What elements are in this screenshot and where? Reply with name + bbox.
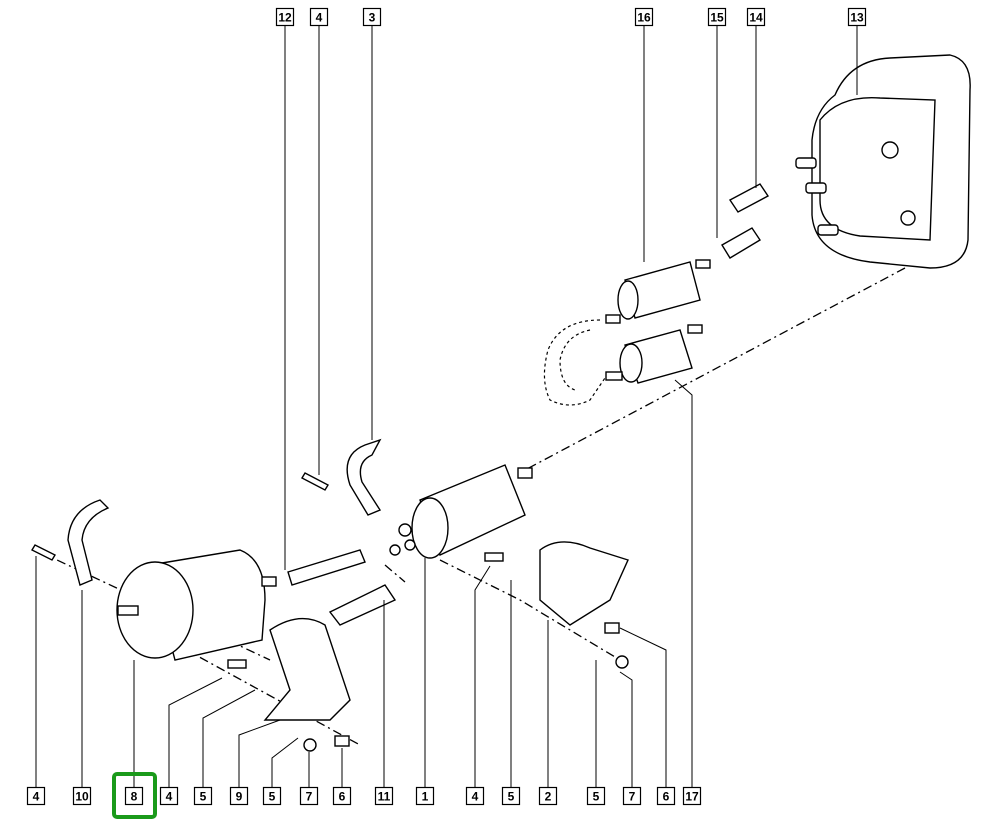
- top-label-4[interactable]: 4: [309, 7, 329, 27]
- bottom-label-4[interactable]: 4: [465, 786, 485, 806]
- clamp-10: [67, 499, 110, 586]
- bottom-label-11[interactable]: 11: [374, 786, 394, 806]
- label-text: 4: [316, 11, 323, 25]
- top-label-3[interactable]: 3: [362, 7, 382, 27]
- bracket-9: [227, 617, 351, 752]
- main-fuel-pump: [389, 464, 533, 559]
- top-label-14[interactable]: 14: [746, 7, 766, 27]
- bottom-label-1[interactable]: 1: [415, 786, 435, 806]
- clamp-3: [346, 438, 382, 516]
- top-label-12[interactable]: 12: [275, 7, 295, 27]
- bottom-label-9[interactable]: 9: [229, 786, 249, 806]
- label-text: 10: [75, 790, 89, 804]
- bottom-label-6[interactable]: 6: [656, 786, 676, 806]
- bottom-label-7[interactable]: 7: [622, 786, 642, 806]
- label-text: 5: [508, 790, 515, 804]
- hose-12: [287, 549, 366, 586]
- label-text: 12: [278, 11, 292, 25]
- label-text: 1: [422, 790, 429, 804]
- label-text: 6: [663, 790, 670, 804]
- heater-unit: [795, 54, 971, 269]
- bottom-label-5[interactable]: 5: [501, 786, 521, 806]
- leader-line: [619, 671, 633, 787]
- label-text: 15: [710, 11, 724, 25]
- label-text: 14: [749, 11, 763, 25]
- inline-filter: [605, 324, 703, 384]
- screw-4-top: [301, 472, 329, 491]
- label-text: 7: [306, 790, 313, 804]
- highlight-box: [112, 772, 157, 819]
- label-text: 4: [33, 790, 40, 804]
- label-text: 5: [593, 790, 600, 804]
- bottom-label-4[interactable]: 4: [159, 786, 179, 806]
- label-text: 16: [637, 11, 651, 25]
- label-text: 7: [629, 790, 636, 804]
- auxiliary-pump: [605, 259, 711, 324]
- leader-line: [271, 737, 299, 787]
- connector-11: [328, 584, 397, 626]
- leader-line: [674, 379, 693, 787]
- label-text: 4: [472, 790, 479, 804]
- label-text: 2: [545, 790, 552, 804]
- hose-15: [721, 227, 761, 259]
- label-text: 8: [131, 790, 138, 804]
- hose-14: [728, 183, 770, 213]
- leader-line: [202, 689, 256, 787]
- bottom-label-7[interactable]: 7: [299, 786, 319, 806]
- top-label-13[interactable]: 13: [847, 7, 867, 27]
- label-text: 3: [369, 11, 376, 25]
- leader-line: [619, 627, 667, 787]
- label-text: 6: [339, 790, 346, 804]
- leader-line: [168, 677, 223, 787]
- label-text: 5: [269, 790, 276, 804]
- bottom-label-5[interactable]: 5: [193, 786, 213, 806]
- label-text: 17: [685, 790, 699, 804]
- label-text: 5: [200, 790, 207, 804]
- label-text: 13: [850, 11, 864, 25]
- bottom-label-6[interactable]: 6: [332, 786, 352, 806]
- bottom-label-5[interactable]: 5: [262, 786, 282, 806]
- label-text: 4: [166, 790, 173, 804]
- label-text: 9: [236, 790, 243, 804]
- screw-4-left: [31, 544, 56, 561]
- leader-line: [474, 565, 491, 787]
- top-label-15[interactable]: 15: [707, 7, 727, 27]
- fuel-filter: [116, 549, 277, 661]
- leader-line: [238, 719, 281, 787]
- bracket-2: [484, 541, 629, 669]
- bottom-label-10[interactable]: 10: [72, 786, 92, 806]
- bottom-label-2[interactable]: 2: [538, 786, 558, 806]
- label-text: 11: [378, 790, 391, 804]
- bottom-label-17[interactable]: 17: [682, 786, 702, 806]
- bottom-label-8[interactable]: 8: [124, 786, 144, 806]
- bottom-label-5[interactable]: 5: [586, 786, 606, 806]
- bottom-label-4[interactable]: 4: [26, 786, 46, 806]
- top-label-16[interactable]: 16: [634, 7, 654, 27]
